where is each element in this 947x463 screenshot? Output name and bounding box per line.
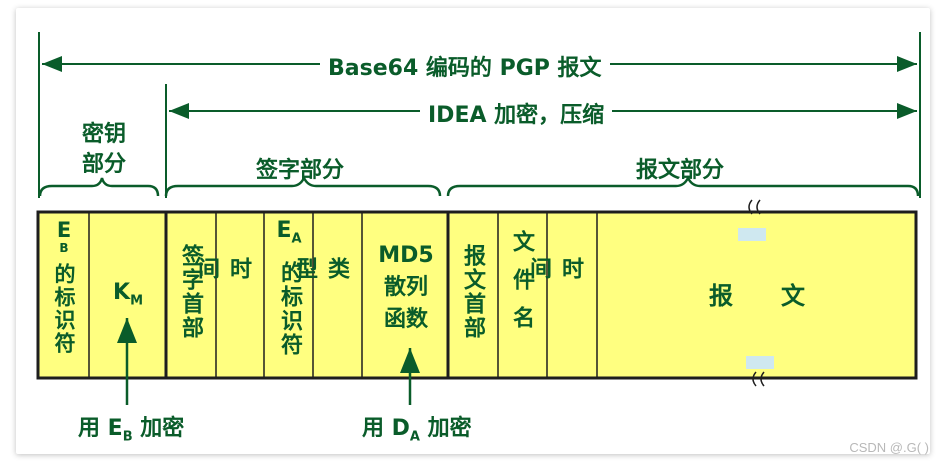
md5-cell: MD5 散列 函数 xyxy=(378,243,434,332)
ea-id-cell: EA 的标识符 xyxy=(276,218,302,358)
annotation-right: 用 DA 加密 xyxy=(362,416,472,445)
record-box xyxy=(36,210,918,380)
key-section-label: 密钥部分 xyxy=(81,122,126,177)
annotation-left: 用 EB 加密 xyxy=(78,416,185,445)
time1-cell: 时间 xyxy=(194,257,251,325)
sig-head-cell: 签字首部 xyxy=(178,244,203,340)
km-cell: KM xyxy=(113,280,143,309)
brace-msg xyxy=(446,175,920,197)
brace-sig xyxy=(164,175,442,197)
watermark: CSDN @.G( ) xyxy=(849,440,929,455)
time2-cell: 时间 xyxy=(526,257,583,325)
outer-span-label: Base64 编码的 PGP 报文 xyxy=(320,50,610,82)
message-cell: 报 文 xyxy=(709,282,805,310)
idea-span-label: IDEA 加密，压缩 xyxy=(420,97,613,129)
brace-key xyxy=(38,177,160,197)
break-mark-bottom xyxy=(746,356,774,369)
filename-cell: 文件名 xyxy=(509,230,534,344)
msg-head-cell: 报文首部 xyxy=(460,244,485,340)
break-mark-top xyxy=(738,228,766,241)
eb-id-cell: E B 的标识符 xyxy=(52,218,76,355)
sig-section-label: 签字部分 xyxy=(256,158,345,183)
type-cell: 类型 xyxy=(292,257,349,325)
msg-section-label: 报文部分 xyxy=(636,158,725,183)
